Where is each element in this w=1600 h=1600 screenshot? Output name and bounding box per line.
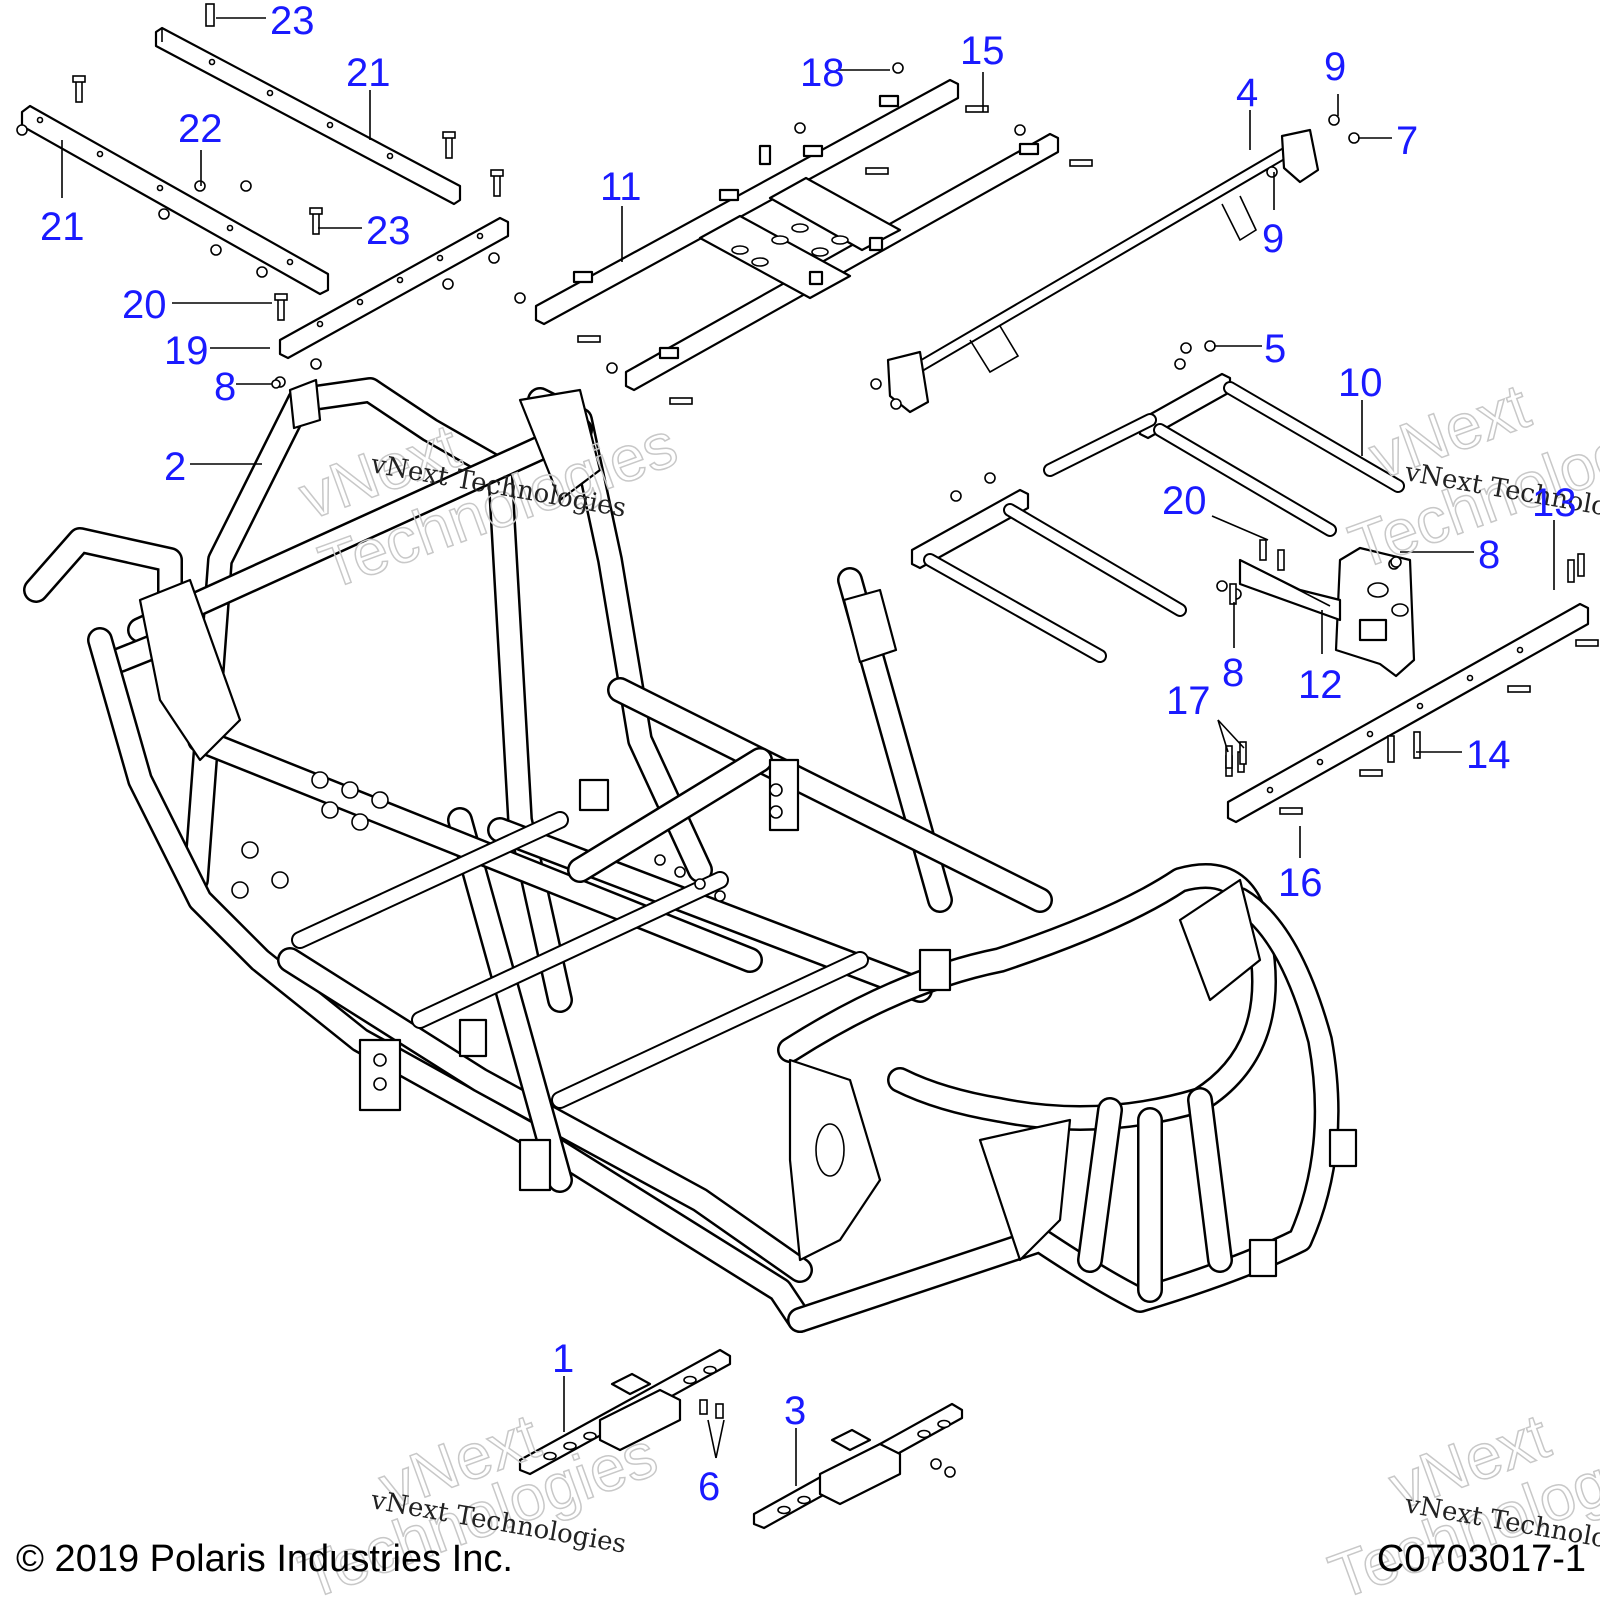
callout-6: 6 [698,1465,720,1509]
callout-20-left: 20 [122,283,167,327]
callout-18: 18 [800,51,845,95]
callout-5: 5 [1264,327,1286,371]
callout-16: 16 [1278,861,1323,905]
callout-4: 4 [1236,71,1258,115]
callout-3: 3 [784,1389,806,1433]
bolt-group-top-left [16,3,504,388]
callout-17: 17 [1166,679,1211,723]
figure-code: C0703017-1 [1376,1538,1586,1580]
callout-7: 7 [1396,119,1418,163]
leader-lines [61,17,1555,1486]
callout-9-top: 9 [1324,45,1346,89]
callout-8-right: 8 [1478,533,1500,577]
callout-8-mid: 8 [1222,651,1244,695]
part-21-upper-bar [154,26,462,206]
part-4-rear-bar [870,114,1360,414]
callout-13: 13 [1532,481,1577,525]
part-1-skid-plate [518,1348,732,1476]
part-19-crossbar [278,216,510,360]
part-12-bracket [1216,539,1416,678]
callout-labels: 23 21 22 21 23 20 19 8 2 18 15 11 4 9 7 … [40,0,1577,1509]
part-21-lower-bar [20,104,330,296]
callout-21-upper: 21 [346,51,391,95]
callout-12: 12 [1298,663,1343,707]
callout-23-mid: 23 [366,209,411,253]
part-2-main-frame [23,377,1358,1333]
callout-2: 2 [164,445,186,489]
callout-1: 1 [552,1337,574,1381]
callout-14: 14 [1466,733,1511,777]
part-3-skid-plate [752,1402,964,1530]
callout-15: 15 [960,29,1005,73]
callout-9-bottom: 9 [1262,217,1284,261]
callout-20-right: 20 [1162,479,1207,523]
callout-11: 11 [600,165,642,209]
callout-8-left: 8 [214,365,236,409]
copyright-text: © 2019 Polaris Industries Inc. [16,1538,513,1580]
part-11-rack-frame [514,62,1093,405]
callout-23-top: 23 [270,0,315,43]
callout-22: 22 [178,107,223,151]
part-13-rear-bar [1225,553,1599,824]
part-10-crosstubes [910,342,1405,663]
callout-21-lower: 21 [40,205,85,249]
callout-10: 10 [1338,361,1383,405]
callout-19: 19 [164,329,209,373]
